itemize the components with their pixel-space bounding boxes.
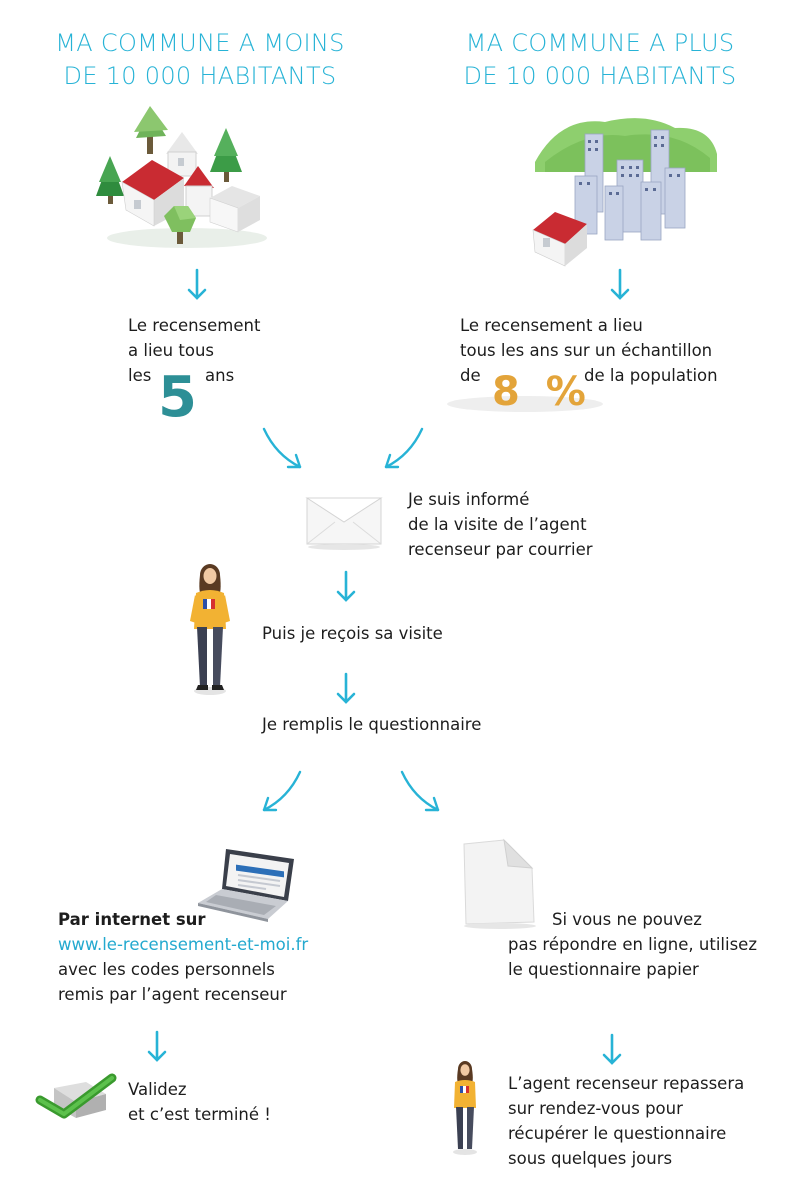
arrow-down-icon: [602, 1033, 622, 1065]
laptop-icon: [198, 849, 294, 922]
right-desc-prefix: de: [460, 366, 481, 385]
envelope-icon: [305, 497, 383, 550]
done-text: Validez et c’est terminé !: [128, 1080, 271, 1124]
internet-option-text: Par internet sur www.le-recensement-et-m…: [58, 910, 309, 1004]
arrow-down-icon: [336, 570, 356, 602]
left-desc-prefix: les: [128, 366, 152, 385]
curved-arrow-icon: [400, 770, 440, 812]
village-illustration: [96, 106, 267, 248]
left-header: MA COMMUNE A MOINS DE 10 000 HABITANTS: [55, 29, 345, 90]
arrow-down-icon: [187, 268, 207, 300]
census-website-link[interactable]: www.le-recensement-et-moi.fr: [58, 935, 309, 954]
visit-step-text: Puis je reçois sa visite: [262, 624, 443, 643]
paper-option-text: Si vous ne pouvez pas répondre en ligne,…: [508, 910, 757, 979]
five-years-number: 5: [158, 365, 197, 430]
checkmark-icon: [35, 1073, 117, 1119]
ground-shadow-icon: [447, 396, 603, 412]
curved-arrow-icon: [262, 427, 302, 469]
curved-arrow-icon: [262, 770, 302, 812]
right-header: MA COMMUNE A PLUS DE 10 000 HABITANTS: [463, 29, 737, 90]
city-illustration: [532, 118, 717, 267]
arrow-down-icon: [147, 1030, 167, 1062]
right-description: Le recensement a lieu tous les ans sur u…: [460, 316, 713, 360]
right-desc-suffix: de la population: [584, 366, 718, 385]
fill-step-text: Je remplis le questionnaire: [262, 715, 482, 734]
paper-sheet-icon: [463, 838, 536, 929]
curved-arrow-icon: [384, 427, 424, 469]
mail-step-text: Je suis informé de la visite de l’agent …: [408, 490, 593, 559]
agent-return-text: L’agent recenseur repassera sur rendez-v…: [508, 1074, 745, 1168]
census-agent-figure: [453, 1061, 477, 1155]
arrow-down-icon: [336, 672, 356, 704]
left-description: Le recensement a lieu tous: [128, 316, 261, 360]
arrow-down-icon: [610, 268, 630, 300]
census-agent-figure: [190, 564, 230, 695]
left-desc-suffix: ans: [205, 366, 235, 385]
eight-percent-number: 8 %: [492, 369, 592, 415]
